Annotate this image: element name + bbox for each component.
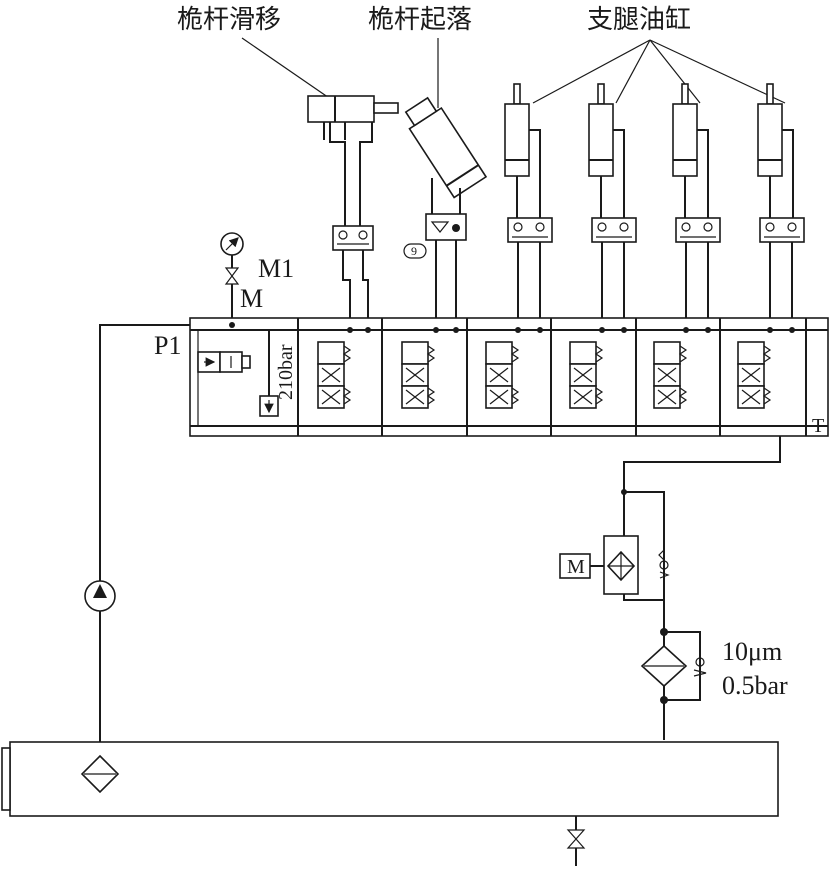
- outrigger-cylinder-1: [504, 83, 541, 218]
- port-t-label: T: [812, 415, 824, 437]
- gauge-tag-m1: M1: [258, 254, 294, 283]
- mast-slide-cylinder: [307, 95, 399, 228]
- relief-pressure-label: 210bar: [275, 344, 297, 400]
- dir-valve-4: [569, 327, 627, 409]
- outrigger-cylinder-3: [672, 83, 709, 218]
- lock-valve-outrigger-3: [675, 217, 721, 243]
- dir-valve-6: [737, 327, 795, 409]
- lock-valve-outrigger-1: [507, 217, 553, 243]
- label-mast-lift: 桅杆起落: [368, 5, 472, 35]
- port-p1-label: P1: [154, 331, 181, 360]
- leader-lines: [241, 37, 786, 108]
- lock-valve-slide: [332, 225, 374, 251]
- drain-valve: [566, 816, 586, 866]
- outrigger-cylinder-2: [588, 83, 625, 218]
- dir-valve-3: [485, 327, 543, 409]
- svg-text:M: M: [567, 556, 585, 578]
- label-mast-slide: 桅杆滑移: [177, 5, 281, 35]
- dir-valve-5: [653, 327, 711, 409]
- filter-rating-label: 10μm: [722, 637, 782, 666]
- motor-box: M: [559, 553, 591, 579]
- port-m-label: M: [240, 284, 263, 313]
- working-lines: [342, 240, 793, 318]
- item-number-badge: 9: [403, 243, 427, 259]
- lock-valve-outrigger-4: [759, 217, 805, 243]
- label-outrigger-cylinders: 支腿油缸: [587, 5, 691, 35]
- outrigger-cylinder-4: [757, 83, 794, 218]
- suction-filter: [80, 754, 120, 794]
- dir-valve-2: [401, 327, 459, 409]
- unloading-valve: [197, 351, 251, 373]
- mast-lift-cylinder: [404, 96, 488, 228]
- bypass-pressure-label: 0.5bar: [722, 671, 788, 700]
- svg-text:9: 9: [411, 244, 417, 258]
- lock-valve-lift: [425, 213, 467, 241]
- pressure-line: [99, 322, 235, 758]
- pump-icon: [84, 580, 116, 612]
- tank: [1, 741, 779, 817]
- return-filter: [640, 644, 688, 688]
- pressure-gauge: [220, 232, 244, 322]
- lock-valve-outrigger-2: [591, 217, 637, 243]
- cooler-bypass-check: [658, 549, 670, 579]
- filter-bypass-check: [693, 657, 707, 677]
- dir-valve-1: [317, 327, 371, 409]
- oil-cooler: [590, 535, 639, 595]
- relief-valve: [259, 330, 279, 417]
